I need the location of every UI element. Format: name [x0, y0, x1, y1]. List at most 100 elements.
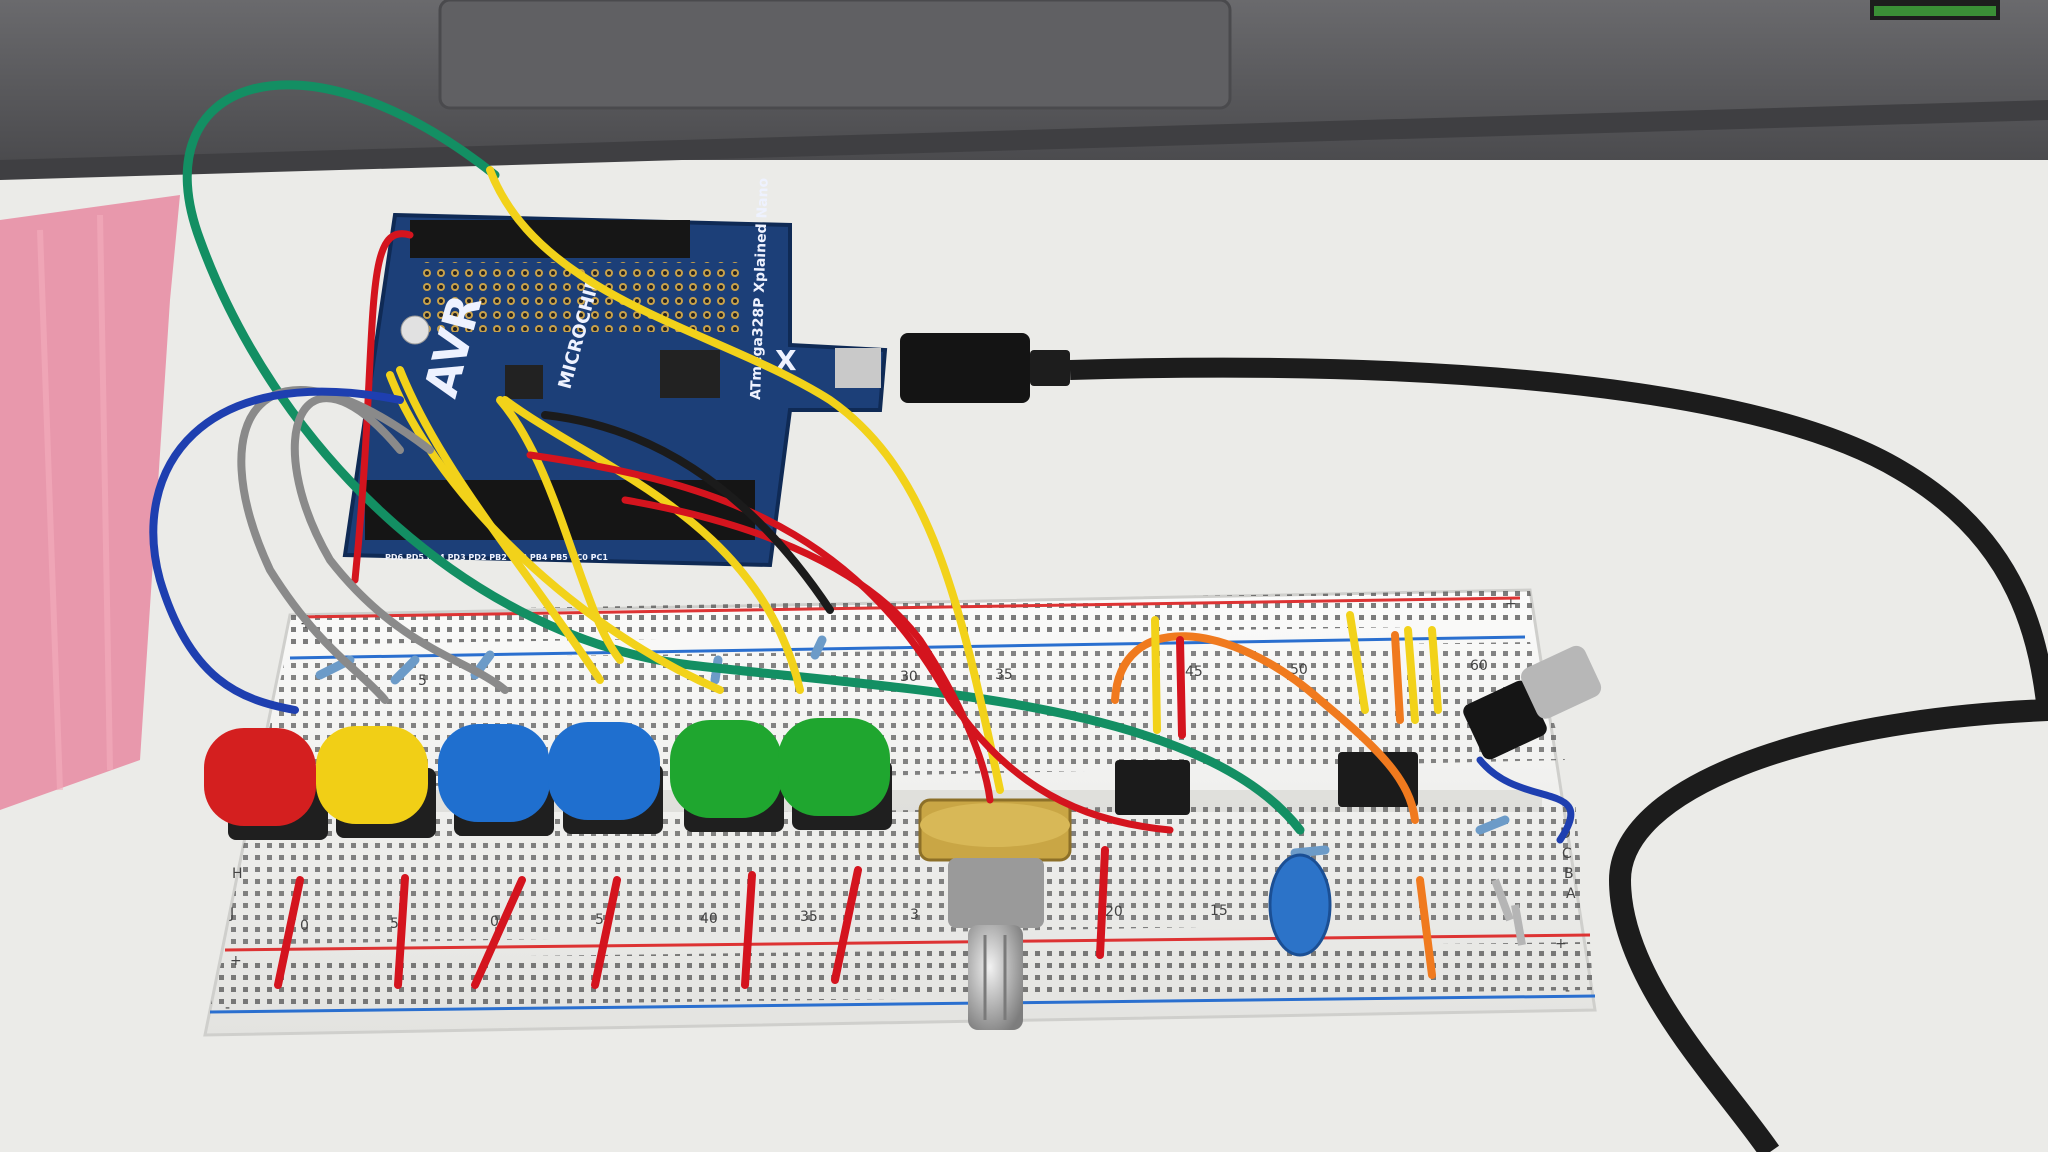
laptop-sticker-stripe	[1874, 6, 1996, 16]
ceramic-capacitor	[1268, 853, 1332, 957]
pot-shaft[interactable]	[968, 925, 1023, 1030]
lower-terminal-holes	[225, 800, 1585, 945]
usb-connector	[900, 333, 1030, 403]
blue-wire-jack	[1476, 756, 1575, 844]
red-jumpers	[274, 846, 1436, 989]
orange-jumper	[1416, 876, 1436, 979]
red-wire	[621, 496, 994, 804]
yellow-jumper	[1151, 616, 1161, 734]
jack-body	[1463, 680, 1547, 760]
row-letter: A	[1566, 886, 1576, 902]
push-button[interactable]	[548, 722, 663, 834]
col-number-top: 60	[1470, 658, 1488, 674]
col-number-bottom: 20	[1105, 904, 1123, 920]
col-number-bottom: 0	[490, 914, 499, 930]
row-letter-left: H	[232, 866, 243, 882]
button-cap-blue[interactable]	[548, 722, 660, 820]
col-number-top: 45	[1185, 664, 1203, 680]
push-button[interactable]	[670, 720, 784, 832]
orange-jumper	[1391, 631, 1404, 724]
red-jumper	[831, 866, 862, 984]
yellow-wire	[386, 371, 724, 694]
col-number-bottom: 0	[300, 918, 309, 934]
rail-plus-bottom-right: +	[1555, 936, 1567, 952]
col-number-bottom: 5	[595, 912, 604, 928]
rail-minus-bottom-right: -	[1565, 983, 1570, 999]
resistor	[1290, 845, 1330, 858]
bottom-rail-red-line	[224, 933, 1591, 952]
red-jumper	[591, 876, 621, 989]
row-letter: B	[1564, 866, 1574, 882]
col-number-bottom: 35	[800, 909, 818, 925]
resistor	[810, 635, 827, 660]
jack-barrel	[1521, 645, 1602, 719]
rail-minus-bottom-left: -	[225, 1000, 230, 1016]
col-number-bottom: 40	[700, 911, 718, 927]
button-cap-red[interactable]	[204, 728, 316, 826]
push-button[interactable]	[316, 726, 436, 838]
row-letter: C	[1562, 846, 1572, 862]
push-button[interactable]	[204, 728, 328, 840]
red-jumper	[394, 874, 409, 989]
mcu-chip	[660, 350, 720, 398]
usb-cable	[1069, 357, 2048, 721]
col-number-top: 30	[900, 669, 918, 685]
diode	[1491, 878, 1514, 922]
debugger-chip	[505, 365, 543, 399]
button-cap-green[interactable]	[670, 720, 782, 818]
push-button[interactable]	[778, 718, 892, 830]
red-wire	[526, 451, 1174, 834]
bottom-rail-holes	[210, 942, 1593, 1008]
col-number-top: 50	[1290, 662, 1308, 678]
audio-jack	[1463, 645, 1602, 760]
push-button[interactable]	[438, 724, 554, 836]
flying-wires	[149, 80, 1575, 844]
pot-ring	[920, 803, 1070, 847]
red-jumper	[471, 876, 526, 989]
red-wire	[351, 230, 414, 584]
yellow-wire	[396, 366, 604, 684]
col-number-bottom: 3	[910, 907, 919, 923]
laptop-edge	[0, 100, 2048, 180]
resistor	[1475, 815, 1510, 835]
gray-wire	[290, 394, 509, 694]
push-buttons	[204, 718, 892, 840]
ic-chip-right	[1338, 752, 1418, 807]
blue-wire	[149, 387, 404, 714]
button-cap-green[interactable]	[778, 718, 890, 816]
bottom-rail-blue-line	[209, 994, 1596, 1014]
resistor	[390, 655, 420, 685]
red-jumper	[1096, 846, 1109, 959]
row-letter-left: J	[229, 906, 234, 922]
yellow-wire	[496, 396, 624, 664]
top-rail-red-line	[299, 596, 1521, 619]
col-number-top: 35	[995, 667, 1013, 683]
laptop-trackpad	[438, 0, 1232, 110]
yellow-jumper	[1428, 626, 1442, 714]
red-jumper	[741, 871, 756, 989]
micro-usb-port	[835, 348, 881, 388]
black-wire	[541, 411, 834, 614]
yellow-wire	[486, 166, 1004, 794]
col-number-bottom: 15	[1210, 903, 1228, 919]
board-model-label: ATmega328P Xplained Nano	[748, 177, 772, 400]
green-wire	[182, 80, 1305, 835]
laptop	[0, 0, 2048, 180]
potentiometer[interactable]	[918, 798, 1072, 1030]
button-cap-blue[interactable]	[438, 724, 550, 822]
microcontroller-board: AVR MICROCHIP ATmega328P Xplained Nano X…	[342, 177, 888, 568]
pin-row-label: PD6 PD5 PD4 PD3 PD2 PB2 PB3 PB4 PB5 PC0 …	[385, 553, 608, 562]
reset-button	[400, 315, 430, 345]
pot-bushing	[948, 858, 1044, 928]
orange-wire	[1111, 632, 1419, 824]
col-number-top: 5	[418, 673, 427, 689]
rail-plus-top-right: +	[1505, 596, 1517, 612]
diode	[1511, 904, 1526, 946]
button-cap-yellow[interactable]	[316, 726, 428, 824]
usb-strain-relief	[1030, 350, 1070, 386]
top-rail-blue-line	[289, 635, 1526, 660]
yellow-jumper	[1404, 626, 1419, 724]
ic-chip-left	[1115, 760, 1190, 815]
red-jumper	[274, 876, 304, 989]
